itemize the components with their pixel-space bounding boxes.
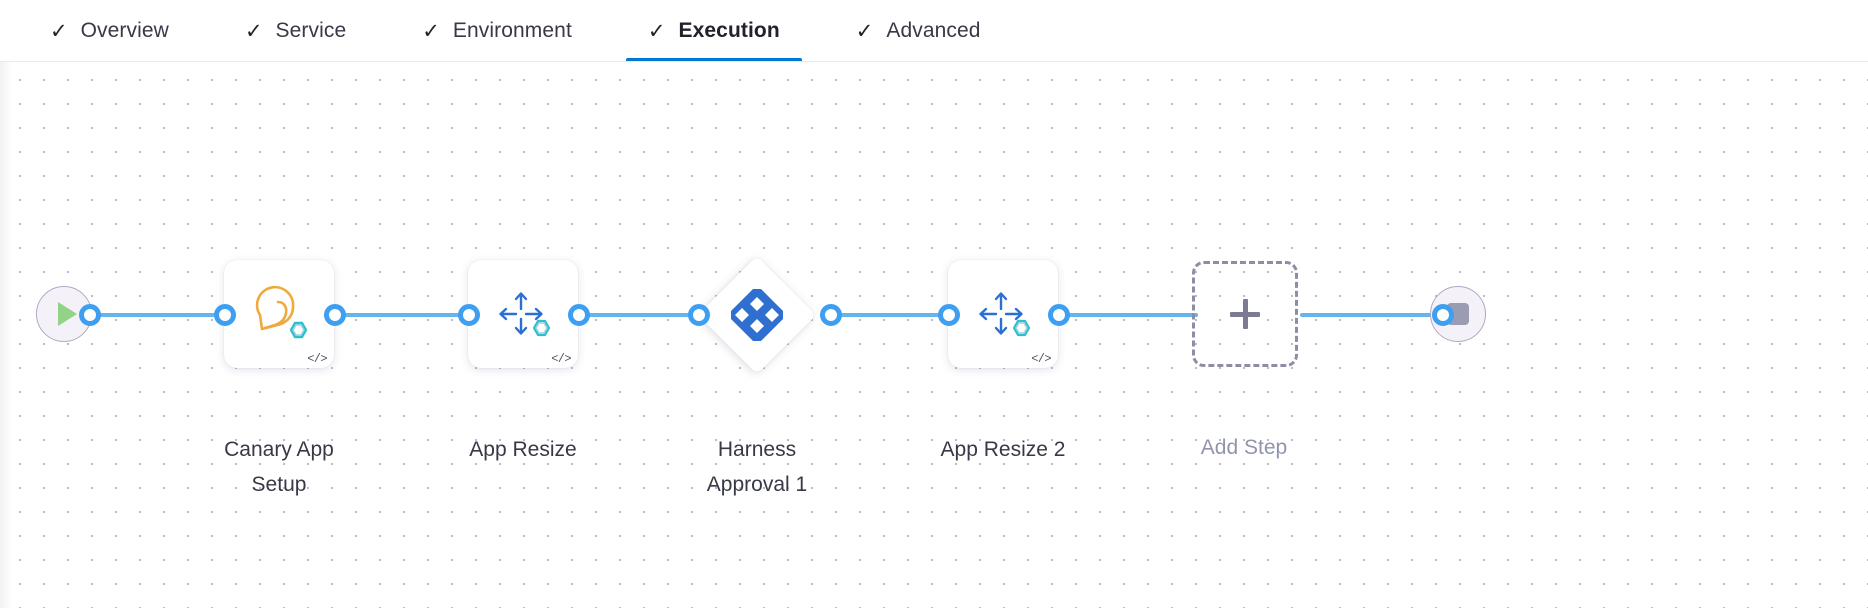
tab-overview[interactable]: ✓ Overview xyxy=(28,0,191,62)
connector-dot-resize2-out[interactable] xyxy=(1048,304,1070,326)
connector-dot-start-out[interactable] xyxy=(79,304,101,326)
connector-dot-resize2-in[interactable] xyxy=(938,304,960,326)
connector-dot-resize-in[interactable] xyxy=(458,304,480,326)
resize-arrows-icon xyxy=(979,292,1031,337)
connector-dot-resize-out[interactable] xyxy=(568,304,590,326)
check-icon: ✓ xyxy=(50,19,68,43)
code-badge-icon: </> xyxy=(551,352,571,366)
connector-start-to-canary xyxy=(92,313,232,317)
pipeline-canvas[interactable]: </> Canary App Setup </> xyxy=(0,62,1868,608)
connector-approval-to-resize2 xyxy=(830,313,955,317)
tab-advanced[interactable]: ✓ Advanced xyxy=(834,0,1003,62)
tab-label: Service xyxy=(275,19,347,42)
step-label-app-resize-2: App Resize 2 xyxy=(940,438,1066,461)
connector-resize2-to-addstep xyxy=(1058,313,1198,317)
step-node-harness-approval-1[interactable] xyxy=(697,255,817,375)
pipeline-tab-bar: ✓ Overview ✓ Service ✓ Environment ✓ Exe… xyxy=(0,0,1868,62)
connector-resize-to-approval xyxy=(580,313,698,317)
connector-canary-to-resize xyxy=(336,313,476,317)
tab-label: Environment xyxy=(452,19,572,42)
connector-dot-end-in[interactable] xyxy=(1432,304,1454,326)
step-label-app-resize: App Resize xyxy=(469,438,577,461)
check-icon: ✓ xyxy=(855,19,874,43)
step-node-app-resize[interactable]: </> xyxy=(468,260,578,368)
approval-diamond[interactable] xyxy=(697,255,817,375)
canary-bird-icon xyxy=(255,285,308,339)
step-card[interactable]: </> xyxy=(468,260,578,368)
connector-addstep-to-end xyxy=(1300,313,1440,317)
step-card[interactable]: </> xyxy=(224,260,334,368)
connector-dot-approval-out[interactable] xyxy=(820,304,842,326)
code-badge-icon: </> xyxy=(307,352,327,366)
connector-dot-canary-in[interactable] xyxy=(214,304,236,326)
step-label-harness-approval-1: Harness Approval 1 xyxy=(706,438,808,496)
tab-label: Advanced xyxy=(886,19,981,42)
tab-label: Overview xyxy=(80,19,169,42)
tab-execution[interactable]: ✓ Execution xyxy=(625,0,802,62)
tab-service[interactable]: ✓ Service xyxy=(223,0,368,62)
play-icon xyxy=(57,302,77,326)
step-label-canary-app-setup: Canary App Setup xyxy=(224,438,334,496)
code-badge-icon: </> xyxy=(1031,352,1051,366)
tab-label: Execution xyxy=(678,19,780,42)
add-step-node[interactable] xyxy=(1192,261,1298,367)
connector-dot-approval-in[interactable] xyxy=(688,304,710,326)
plus-icon xyxy=(1230,299,1260,329)
connector-dot-canary-out[interactable] xyxy=(324,304,346,326)
add-step-label: Add Step xyxy=(1200,436,1288,459)
step-node-app-resize-2[interactable]: </> xyxy=(948,260,1058,368)
step-node-canary-app-setup[interactable]: </> xyxy=(224,260,334,368)
check-icon: ✓ xyxy=(647,19,666,43)
check-icon: ✓ xyxy=(244,19,263,43)
check-icon: ✓ xyxy=(422,19,440,43)
step-card[interactable]: </> xyxy=(948,260,1058,368)
add-step-button[interactable] xyxy=(1192,261,1298,367)
tab-environment[interactable]: ✓ Environment xyxy=(400,0,594,62)
harness-logo-icon xyxy=(731,289,783,341)
resize-arrows-icon xyxy=(499,292,551,337)
